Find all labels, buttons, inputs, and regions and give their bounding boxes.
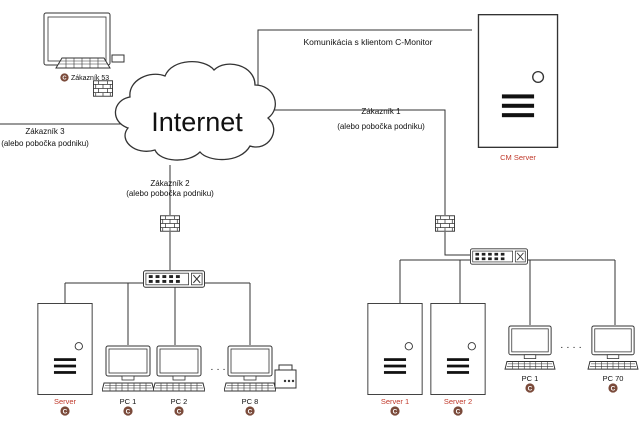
right-server1-label: Server 1 <box>381 397 409 406</box>
right-pc1-label: PC 1 <box>522 374 539 383</box>
internet-cloud: Internet <box>114 60 276 161</box>
pc-icon <box>504 325 556 370</box>
firewall-icon <box>93 80 113 97</box>
link-label: Komunikácia s klientom C-Monitor <box>304 37 433 47</box>
customer-1-sublabel: (alebo pobočka podniku) <box>337 122 425 131</box>
left-pc8-label: PC 8 <box>242 397 259 406</box>
right-pc70-label: PC 70 <box>603 374 624 383</box>
customer-2-sublabel: (alebo pobočka podniku) <box>126 189 214 198</box>
server-icon <box>367 303 423 395</box>
left-pc1-label: PC 1 <box>120 397 137 406</box>
right-ellipsis: · · · · <box>560 342 582 353</box>
customer-3-label: Zákazník 3 <box>25 127 65 136</box>
pc-icon <box>102 345 154 392</box>
pc-icon <box>587 325 639 370</box>
customer-3-sublabel: (alebo pobočka podniku) <box>1 139 89 148</box>
cm-server-label: CM Server <box>500 153 536 162</box>
line-customer-1 <box>245 109 446 215</box>
customer-53: Zákazník 53 <box>43 12 125 97</box>
firewall-icon <box>435 215 455 232</box>
left-ellipsis: · · · <box>210 364 226 375</box>
cm-server: CM Server <box>477 14 559 162</box>
server-icon <box>37 303 93 395</box>
right-server2-label: Server 2 <box>444 397 472 406</box>
switch-icon <box>470 248 528 265</box>
pc-icon <box>224 345 276 392</box>
right-site: Server 1 Server 2 PC 1 · · · · PC 70 <box>367 303 639 416</box>
server-icon <box>430 303 486 395</box>
left-site: Server PC 1 PC 2 · · · PC 8 <box>37 303 297 416</box>
pc-icon <box>153 345 205 392</box>
cloud-label: Internet <box>151 107 243 137</box>
line-fw1-switch <box>444 232 470 256</box>
switch-icon <box>143 270 205 288</box>
left-server-label: Server <box>54 397 77 406</box>
customer-2-label: Zákazník 2 <box>150 179 190 188</box>
customer-1-label: Zákazník 1 <box>361 107 401 116</box>
line-cm-server <box>257 29 472 92</box>
firewall-icon <box>160 215 180 232</box>
left-pc2-label: PC 2 <box>171 397 188 406</box>
customer-53-label: Zákazník 53 <box>71 75 109 82</box>
